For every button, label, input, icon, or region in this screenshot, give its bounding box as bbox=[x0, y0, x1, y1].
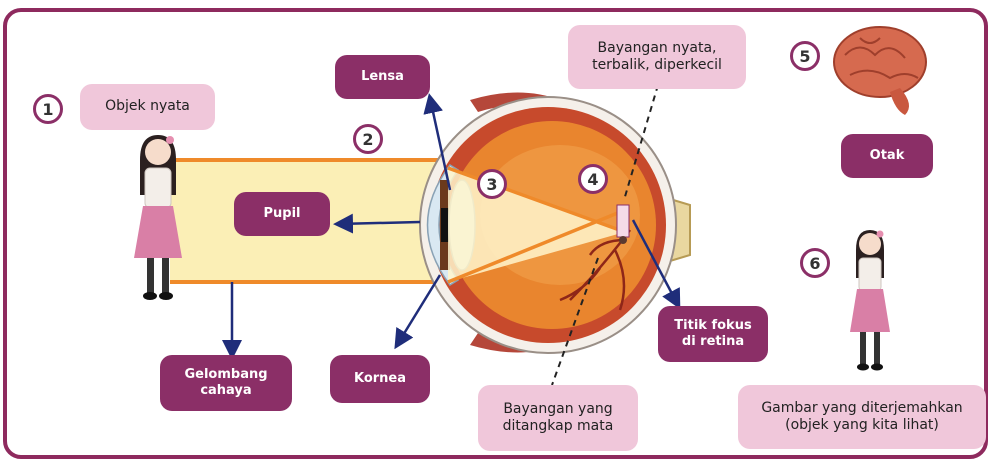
label-gelombang-cahaya: Gelombang cahaya bbox=[160, 355, 292, 411]
label-objek-nyata: Objek nyata bbox=[80, 84, 215, 130]
label-bayangan-ditangkap: Bayangan yang ditangkap mata bbox=[478, 385, 638, 451]
step-number-1: 1 bbox=[33, 94, 63, 124]
label-lensa: Lensa bbox=[335, 55, 430, 99]
label-otak: Otak bbox=[841, 134, 933, 178]
label-titik-fokus: Titik fokus di retina bbox=[658, 306, 768, 362]
step-number-4: 4 bbox=[578, 164, 608, 194]
eye-cross-section-icon bbox=[420, 93, 690, 354]
label-kornea: Kornea bbox=[330, 355, 430, 403]
girl-figure-small-icon bbox=[850, 230, 890, 371]
label-pupil: Pupil bbox=[234, 192, 330, 236]
brain-icon bbox=[834, 27, 926, 115]
label-bayangan-nyata: Bayangan nyata, terbalik, diperkecil bbox=[568, 25, 746, 89]
step-number-6: 6 bbox=[800, 248, 830, 278]
label-gambar-diterjemahkan: Gambar yang diterjemahkan (objek yang ki… bbox=[738, 385, 986, 449]
step-number-2: 2 bbox=[353, 124, 383, 154]
step-number-3: 3 bbox=[477, 169, 507, 199]
step-number-5: 5 bbox=[790, 41, 820, 71]
